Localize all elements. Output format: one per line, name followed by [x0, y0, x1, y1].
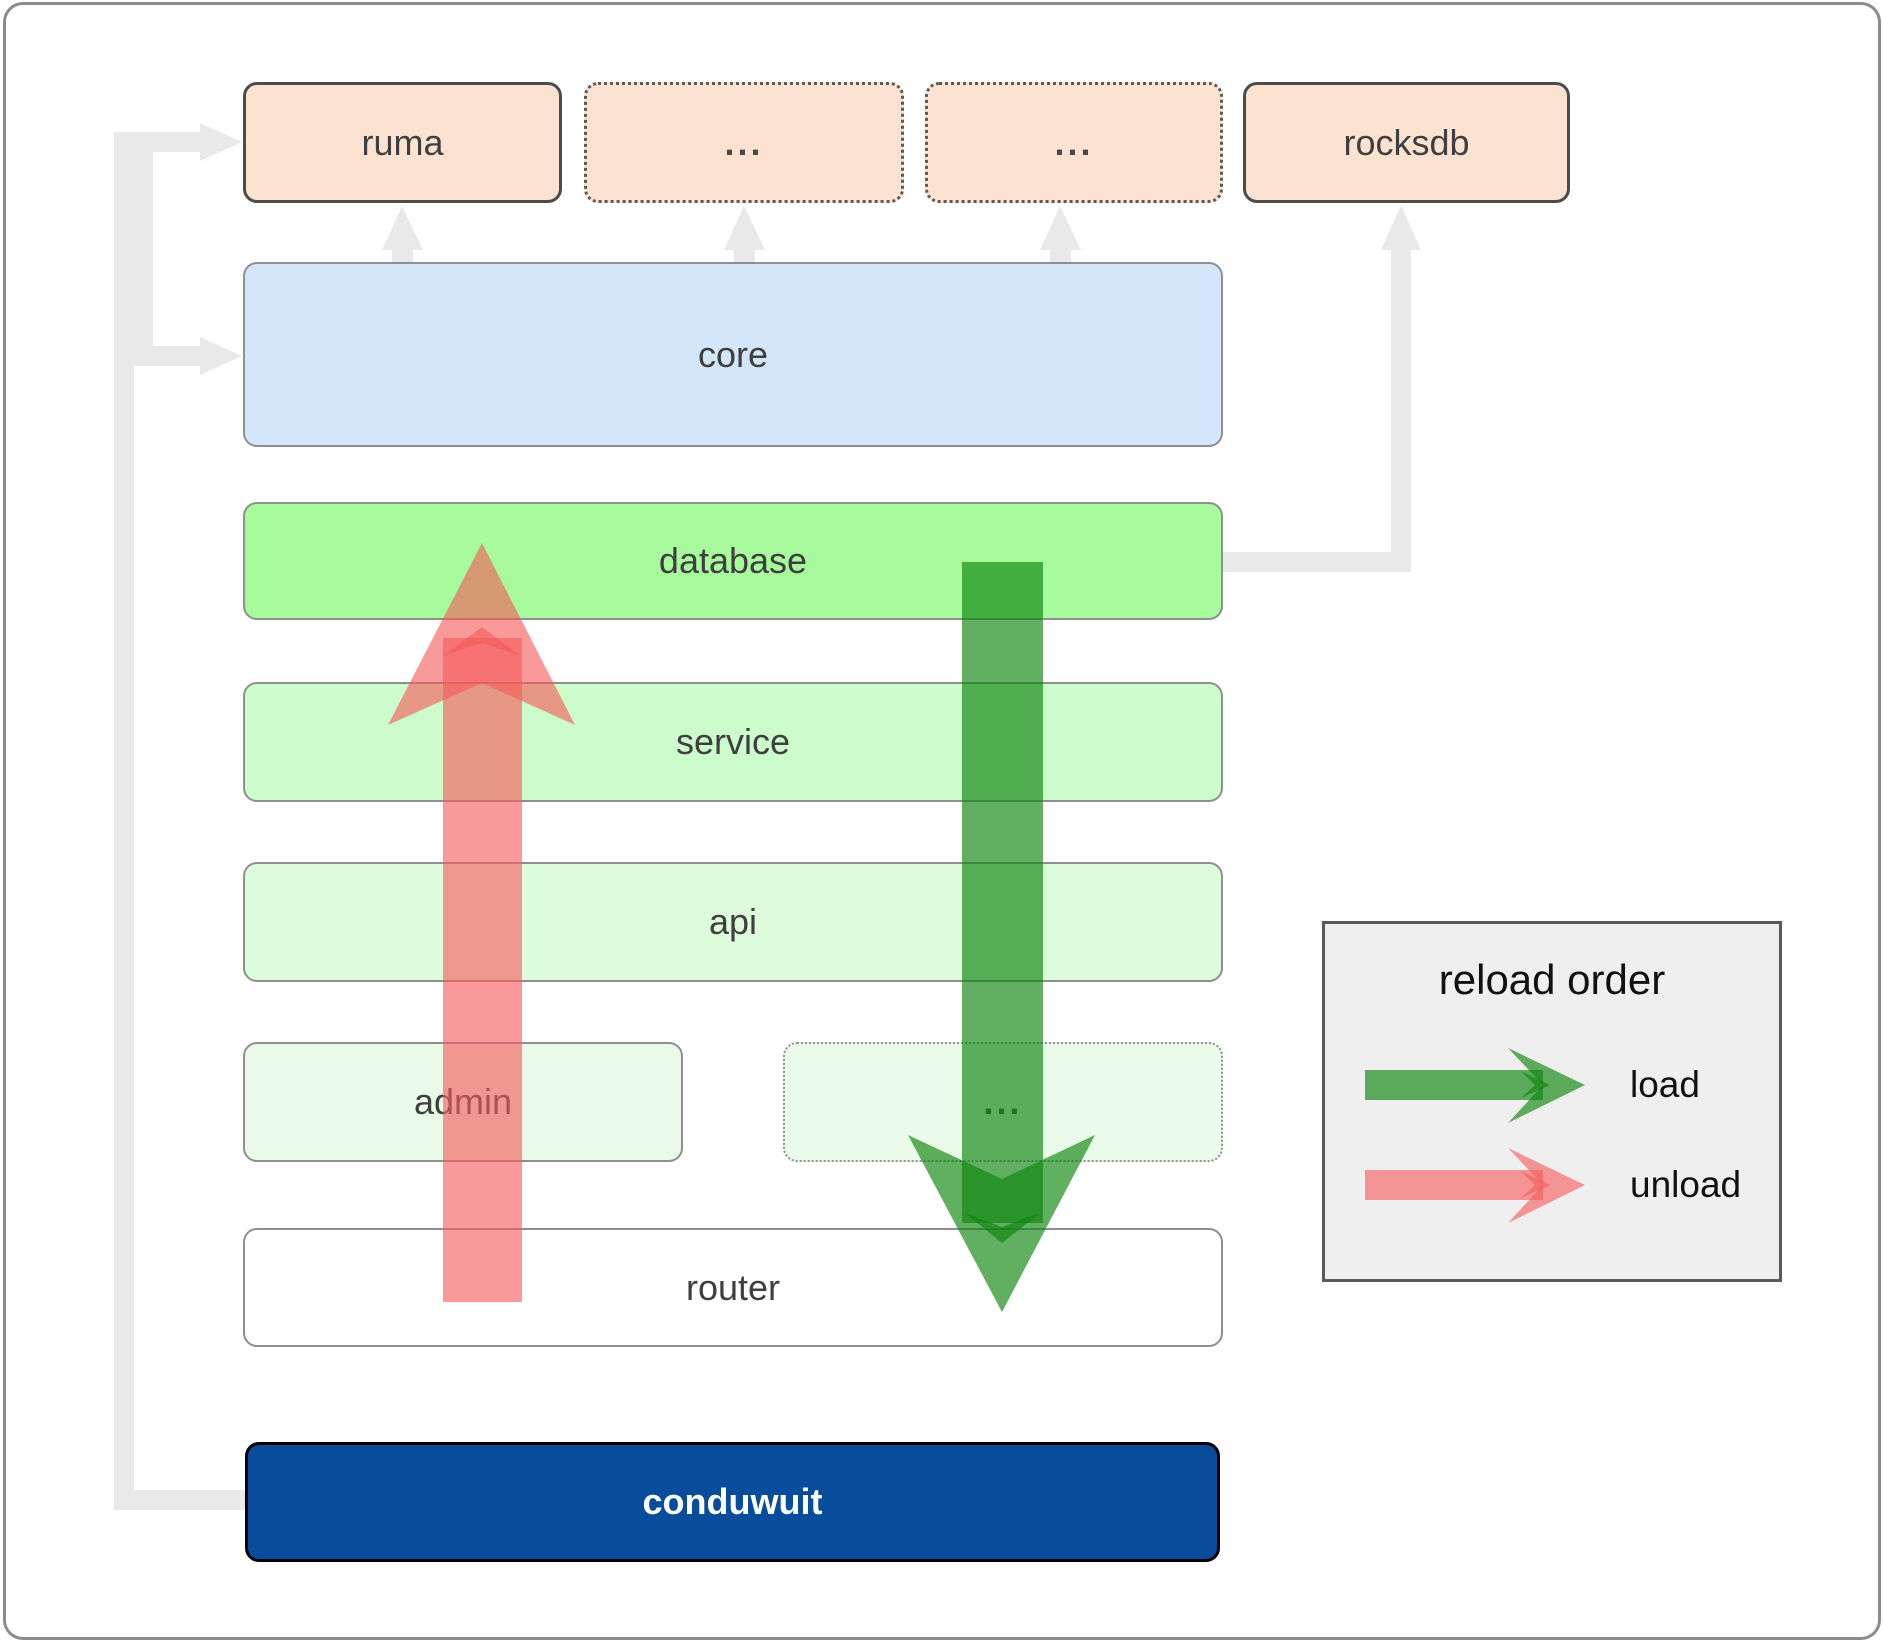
legend-arrow-icons	[1365, 1048, 1585, 1223]
box-admin-dots: ...	[783, 1042, 1223, 1162]
box-conduwuit-label: conduwuit	[642, 1481, 823, 1522]
legend-unload-label: unload	[1630, 1164, 1742, 1205]
layer-database-label: database	[658, 540, 808, 581]
box-rocksdb: rocksdb	[1243, 82, 1570, 203]
layer-api: api	[243, 862, 1223, 982]
legend-load-arrow-icon	[1365, 1048, 1585, 1123]
layer-core-label: core	[697, 333, 769, 375]
layer-service: service	[243, 682, 1223, 802]
box-ruma: ruma	[243, 82, 562, 203]
box-dots-1: ...	[584, 82, 904, 203]
box-dots-1-label: ...	[724, 121, 764, 163]
layer-database: database	[243, 502, 1223, 620]
box-admin-label: admin	[413, 1081, 513, 1122]
diagram-outer-frame	[3, 2, 1881, 1640]
layer-router: router	[243, 1228, 1223, 1347]
legend-title: reload order	[1438, 956, 1666, 1003]
box-dots-2-label: ...	[1054, 121, 1094, 163]
box-ruma-label: ruma	[361, 121, 444, 163]
box-admin-dots-label: ...	[983, 1081, 1023, 1122]
legend: reload order load unload	[1322, 921, 1782, 1282]
box-dots-2: ...	[925, 82, 1223, 203]
layer-router-label: router	[685, 1266, 781, 1308]
layer-core: core	[243, 262, 1223, 447]
box-admin: admin	[243, 1042, 683, 1162]
legend-unload-arrow-icon	[1365, 1148, 1585, 1223]
layer-service-label: service	[675, 721, 791, 762]
layer-api-label: api	[708, 901, 758, 942]
box-conduwuit: conduwuit	[245, 1442, 1220, 1562]
legend-load-label: load	[1630, 1064, 1700, 1105]
box-rocksdb-label: rocksdb	[1343, 121, 1470, 163]
